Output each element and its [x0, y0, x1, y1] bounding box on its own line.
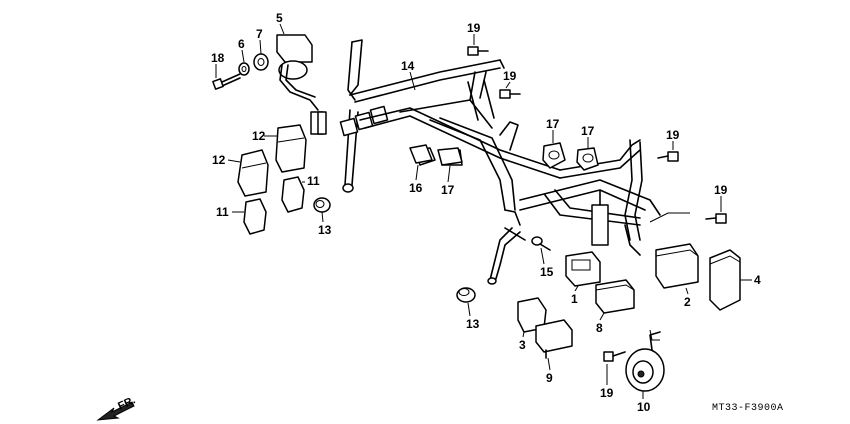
- relay-8: [595, 279, 635, 314]
- bolt-19-a: [467, 46, 489, 56]
- relay-12-upper: [275, 124, 307, 173]
- clamp-17-a: [437, 147, 463, 166]
- direction-label: FR.: [116, 394, 137, 412]
- callout-19-d: 19: [714, 183, 728, 197]
- callout-15: 15: [540, 265, 554, 279]
- callout-1: 1: [571, 292, 578, 306]
- callout-19-c: 19: [666, 128, 680, 142]
- coil-assembly: [276, 34, 327, 135]
- callout-7: 7: [256, 27, 263, 41]
- callout-19-e: 19: [600, 386, 614, 400]
- callout-11-lower: 11: [216, 205, 229, 219]
- washer-6: [238, 62, 250, 76]
- module-4: [709, 249, 741, 311]
- callout-11-upper: 11: [307, 174, 320, 188]
- callout-leaders: [215, 23, 752, 399]
- callout-12-lower: 12: [212, 153, 226, 167]
- callout-12-upper: 12: [252, 129, 266, 143]
- relay-11-lower: [243, 198, 267, 235]
- callout-13-upper: 13: [318, 223, 332, 237]
- front-direction-arrow: FR.: [96, 394, 137, 421]
- relay-9: [535, 319, 573, 359]
- horn-10: [625, 331, 665, 392]
- callout-6: 6: [238, 37, 245, 51]
- callout-10: 10: [637, 400, 651, 414]
- connector-1: [565, 251, 601, 287]
- callout-2: 2: [684, 295, 691, 309]
- grommet-13-upper: [313, 197, 331, 213]
- callout-8: 8: [596, 321, 603, 335]
- callout-3: 3: [519, 338, 526, 352]
- callout-17-c: 17: [581, 124, 595, 138]
- unit-2: [655, 243, 699, 289]
- callout-19-b: 19: [503, 69, 517, 83]
- diagram-code: MT33-F3900A: [712, 403, 784, 414]
- collar-7: [253, 53, 269, 71]
- clamp-17-b: [542, 142, 566, 169]
- harness-bracket-frame: [339, 39, 661, 285]
- callout-13-lower: 13: [466, 317, 480, 331]
- bolt-19-b: [499, 89, 521, 99]
- relay-11-upper: [281, 176, 305, 213]
- callout-14: 14: [401, 59, 415, 73]
- bolt-19-c: [657, 151, 679, 162]
- callout-5: 5: [276, 11, 283, 25]
- callout-17-b: 17: [546, 117, 560, 131]
- clamp-17-c: [576, 147, 599, 171]
- callout-18: 18: [211, 51, 225, 65]
- bolt-19-d: [705, 213, 727, 224]
- callout-4: 4: [754, 273, 761, 287]
- clip-16: [409, 144, 433, 164]
- callout-16: 16: [409, 181, 423, 195]
- callout-17-a: 17: [441, 183, 455, 197]
- callout-labels: 5 6 7 18 12 12 11 11 13 13 14 19 19 19 1…: [211, 11, 761, 414]
- relay-12-lower: [237, 149, 269, 197]
- callout-9: 9: [546, 371, 553, 385]
- callout-19-a: 19: [467, 21, 481, 35]
- grommet-13-lower: [456, 287, 476, 303]
- bolt-19-e: [603, 351, 626, 362]
- screw-15: [531, 236, 551, 251]
- bolt-18: [212, 73, 241, 90]
